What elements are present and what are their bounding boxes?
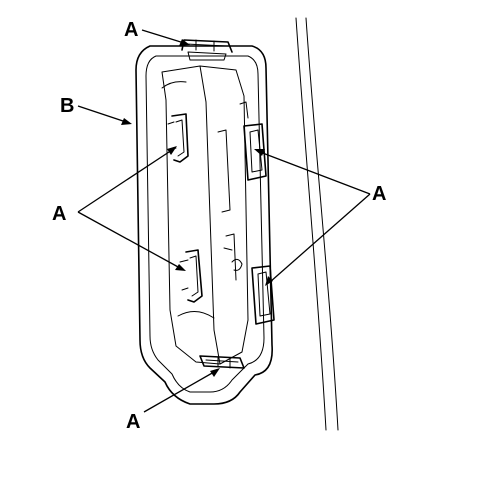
leader-a-right xyxy=(254,149,371,286)
clip-upper-right xyxy=(217,101,267,213)
clip-top xyxy=(181,39,233,61)
clip-lower-left xyxy=(179,249,203,303)
leader-a-bottom xyxy=(143,368,220,413)
clip-lower-right xyxy=(225,233,275,325)
callout-a-bottom: A xyxy=(126,411,140,433)
callout-a-right: A xyxy=(372,183,386,205)
leader-b xyxy=(77,105,132,125)
housing-b xyxy=(135,45,273,405)
clip-bottom xyxy=(199,355,245,369)
leader-a-left xyxy=(77,146,186,271)
leader-a-top xyxy=(141,29,190,46)
callout-b: B xyxy=(60,95,74,117)
pillar-edge xyxy=(295,17,339,431)
callout-a-top: A xyxy=(124,19,138,41)
callout-a-left: A xyxy=(52,203,66,225)
